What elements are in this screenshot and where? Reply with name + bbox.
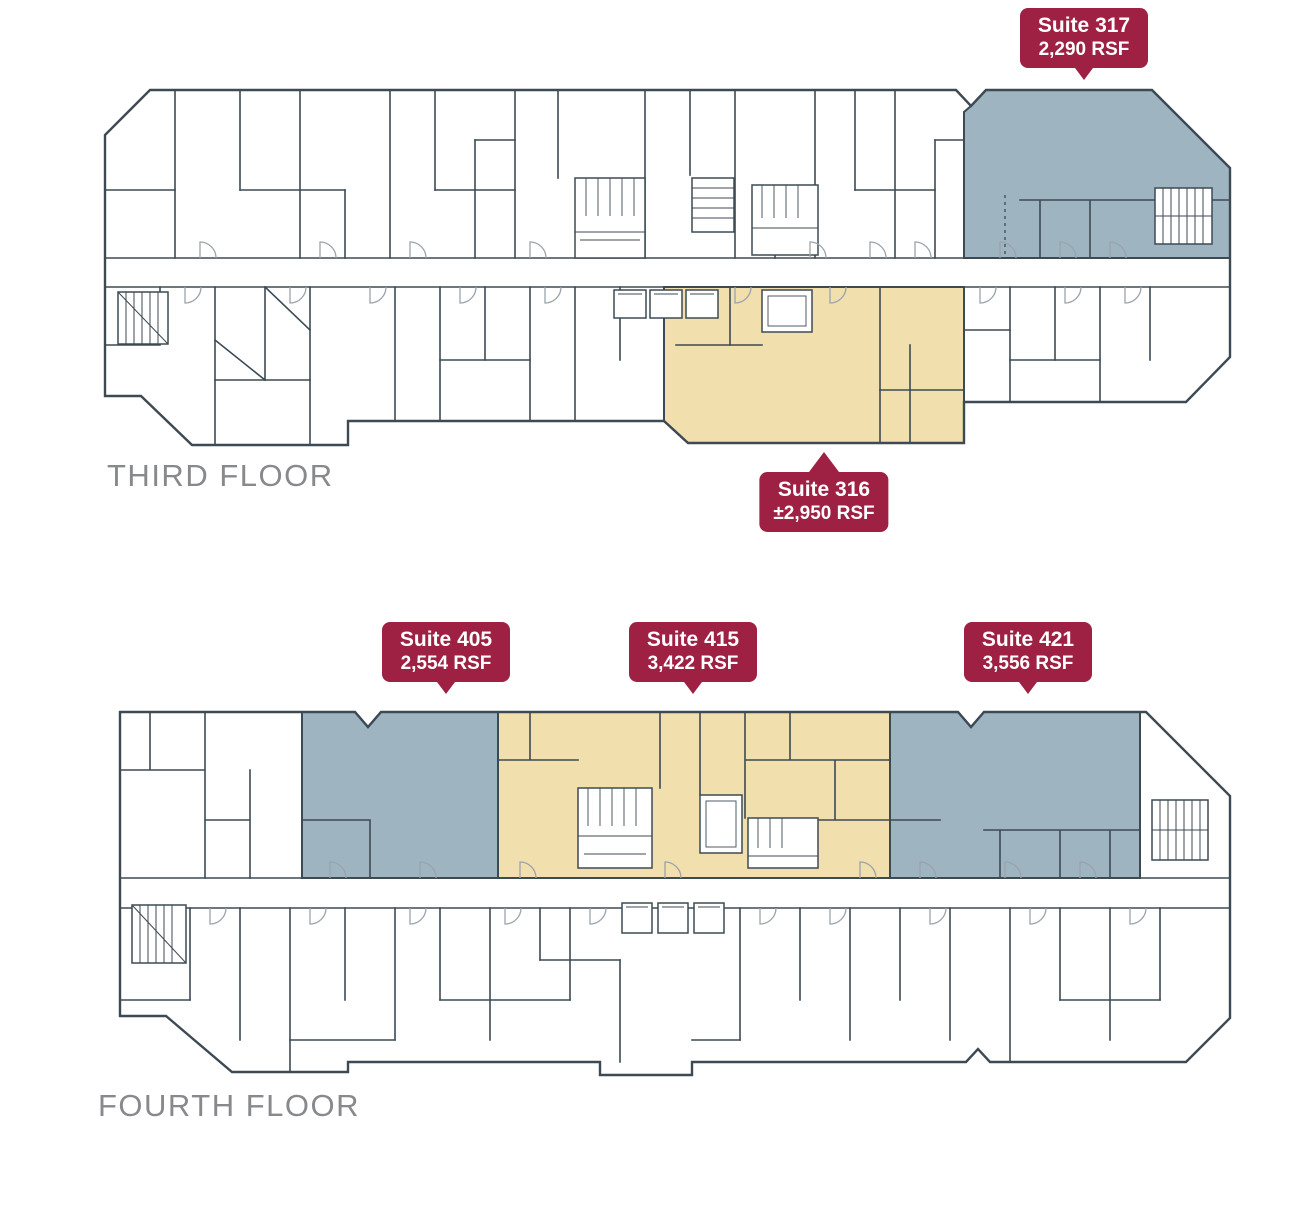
suite-405-badge: Suite 405 2,554 RSF	[382, 622, 510, 683]
elevator-bank	[621, 902, 725, 934]
suite-317-pointer-icon	[1069, 60, 1099, 80]
suite-421-pointer-icon	[1013, 674, 1043, 694]
stairwell	[117, 291, 169, 345]
elevator-bank	[613, 289, 719, 319]
suite-rsf: 3,556 RSF	[982, 652, 1074, 674]
third-floor-outline	[103, 88, 1232, 447]
elevator-shaft	[761, 289, 813, 333]
suite-rsf: ±2,950 RSF	[773, 502, 875, 524]
suite-415-pointer-icon	[678, 674, 708, 694]
fourth-floor-outline	[118, 710, 1232, 1077]
suite-317-badge: Suite 317 2,290 RSF	[1020, 8, 1148, 69]
suite-label: Suite 317	[1037, 14, 1131, 37]
third-floor-plan	[103, 88, 1232, 447]
suite-rsf: 2,290 RSF	[1038, 38, 1130, 60]
suite-405-pointer-icon	[431, 674, 461, 694]
stairwell	[1154, 187, 1213, 245]
suite-label: Suite 405	[399, 628, 493, 651]
suite-421-region	[889, 711, 1141, 879]
suite-316-badge: Suite 316 ±2,950 RSF	[759, 472, 889, 533]
suite-label: Suite 316	[777, 478, 871, 501]
suite-rsf: 3,422 RSF	[647, 652, 739, 674]
suite-316-pointer-icon	[809, 452, 839, 472]
suite-421-badge: Suite 421 3,556 RSF	[964, 622, 1092, 683]
floor-label-third: THIRD FLOOR	[107, 458, 334, 493]
fourth-floor-plan	[118, 710, 1232, 1077]
suite-rsf: 2,554 RSF	[400, 652, 492, 674]
elevator-shaft	[699, 794, 743, 854]
suite-label: Suite 415	[646, 628, 740, 651]
restroom-block	[574, 177, 646, 259]
suite-415-badge: Suite 415 3,422 RSF	[629, 622, 757, 683]
stairwell	[1151, 799, 1209, 861]
suite-415-region	[497, 711, 891, 879]
stairwell-core	[691, 177, 735, 233]
restroom-block	[751, 184, 819, 256]
restroom-block	[577, 787, 653, 869]
suite-label: Suite 421	[981, 628, 1075, 651]
stairwell	[131, 904, 187, 964]
floor-label-fourth: FOURTH FLOOR	[98, 1088, 360, 1123]
suite-405-region	[301, 711, 499, 879]
restroom-block	[747, 817, 819, 869]
